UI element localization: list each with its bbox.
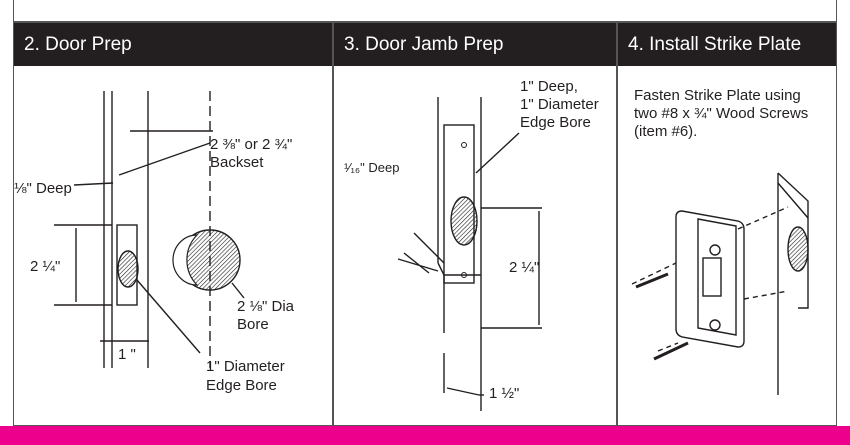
panel-title-install-strike: 4. Install Strike Plate: [618, 23, 836, 66]
edge-bore-depth-label: 1" Deep,: [520, 78, 578, 95]
deep-label: ⅛" Deep: [14, 180, 72, 197]
door-prep-diagram: [54, 91, 245, 368]
height-label: 2 ¼": [30, 258, 61, 275]
instruction-line-3: (item #6).: [634, 123, 698, 140]
strike-plate-diagram: [631, 172, 809, 395]
panel-title-door-prep: 2. Door Prep: [14, 23, 332, 66]
panel-title-jamb-prep: 3. Door Jamb Prep: [334, 23, 616, 66]
jamb-height-label: 2 ¼": [509, 259, 540, 276]
accent-bar: [0, 426, 850, 445]
dia-bore-label: 2 ⅛" Dia: [237, 298, 295, 315]
previous-section-frame: [13, 0, 837, 22]
edge-bore-label: 1" Diameter: [206, 358, 285, 375]
edge-bore-label: Edge Bore: [520, 114, 591, 131]
backset-label: 2 ⅜" or 2 ¾": [210, 136, 293, 153]
jamb-prep-diagram: [397, 97, 542, 411]
edge-bore-diameter-label: 1" Diameter: [520, 96, 599, 113]
jamb-width-label: 1 ½": [489, 385, 520, 402]
instruction-line-1: Fasten Strike Plate using: [634, 87, 801, 104]
backset-label-2: Backset: [210, 154, 264, 171]
panel-jamb-prep: 3. Door Jamb Prep: [333, 22, 617, 426]
edge-bore-label-2: Edge Bore: [206, 377, 277, 394]
instruction-line-2: two #8 x ¾" Wood Screws: [634, 105, 809, 122]
width-label: 1 ": [118, 346, 136, 363]
panel-door-prep: 2. Door Prep 2 ⅜" or 2 ¾: [13, 22, 333, 426]
dia-bore-label-2: Bore: [237, 316, 269, 333]
mortise-depth-label: ¹⁄₁₆" Deep: [344, 160, 400, 175]
panel-install-strike: 4. Install Strike Plate Fasten Strike Pl…: [617, 22, 837, 426]
